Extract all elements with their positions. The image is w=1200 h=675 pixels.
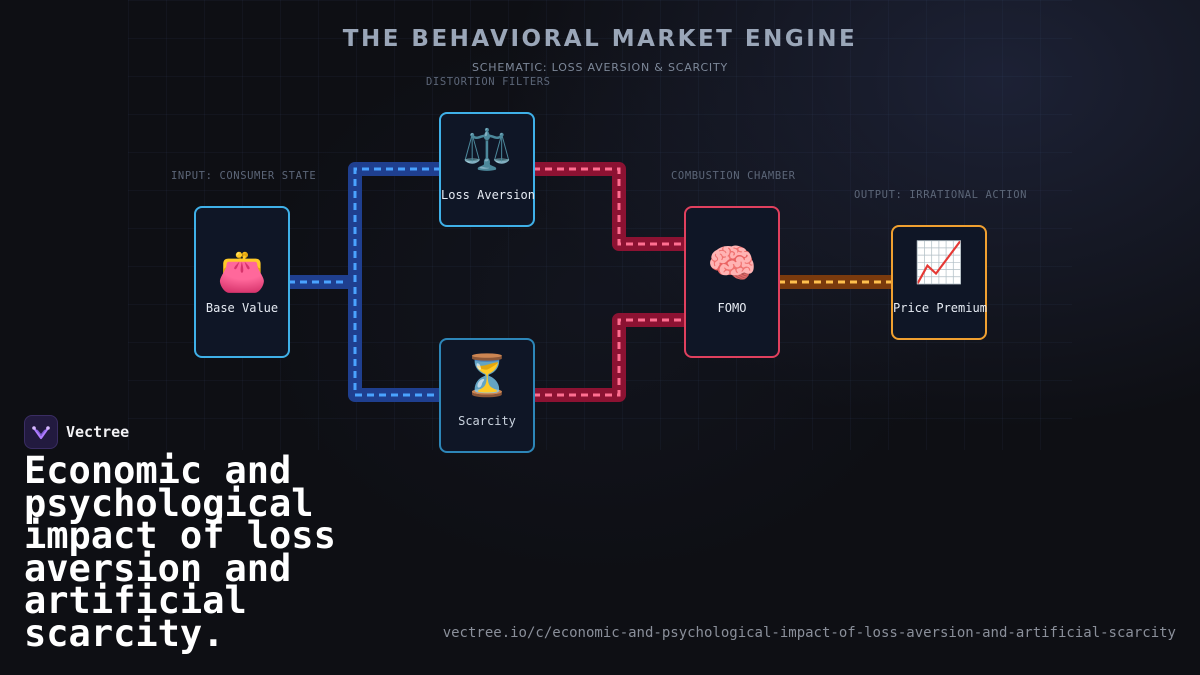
node-price-premium[interactable]: 📈 Price Premium	[891, 225, 987, 340]
node-label: FOMO	[717, 301, 747, 315]
node-label: Base Value	[205, 301, 279, 315]
wire-filters	[533, 162, 686, 402]
brand-name: Vectree	[66, 423, 130, 441]
page-url[interactable]: vectree.io/c/economic-and-psychological-…	[442, 625, 1176, 641]
chart-increasing-icon: 📈	[914, 240, 964, 286]
zone-label-input: INPUT: CONSUMER STATE	[171, 170, 317, 182]
node-base-value[interactable]: 👛 Base Value	[194, 206, 290, 358]
zone-label-filters: DISTORTION FILTERS	[426, 76, 551, 88]
zone-label-output: OUTPUT: IRRATIONAL ACTION	[854, 189, 1028, 201]
vectree-logo-icon	[24, 415, 58, 449]
page-headline: Economic and psychological impact of los…	[24, 449, 336, 655]
hourglass-icon: ⏳	[462, 353, 512, 399]
purse-icon: 👛	[217, 249, 267, 295]
node-label: Loss Aversion	[441, 188, 535, 202]
zone-label-combustion: COMBUSTION CHAMBER	[671, 170, 796, 182]
node-loss-aversion[interactable]: ⚖️ Loss Aversion	[439, 112, 535, 227]
balance-scale-icon: ⚖️	[462, 127, 512, 173]
node-scarcity[interactable]: ⏳ Scarcity	[439, 338, 535, 453]
diagram-subtitle: SCHEMATIC: LOSS AVERSION & SCARCITY	[471, 61, 729, 74]
node-label: Price Premium	[893, 301, 987, 315]
node-fomo[interactable]: 🧠 FOMO	[684, 206, 780, 358]
brain-icon: 🧠	[707, 241, 757, 287]
diagram-title: THE BEHAVIORAL MARKET ENGINE	[342, 26, 858, 52]
wire-input	[288, 162, 441, 402]
node-label: Scarcity	[458, 414, 516, 428]
